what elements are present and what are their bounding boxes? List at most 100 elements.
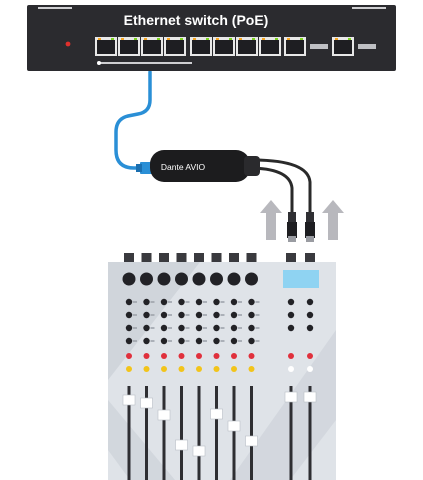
ethernet-port-2-link-led bbox=[121, 38, 124, 40]
eq-knob-1-3 bbox=[125, 324, 133, 332]
gain-knob-7 bbox=[227, 272, 241, 286]
ethernet-port-6-activity-led bbox=[229, 38, 232, 40]
ethernet-port-3 bbox=[141, 37, 163, 56]
audio-mixer bbox=[108, 253, 336, 480]
gain-knob-1 bbox=[122, 272, 136, 286]
ethernet-port-6-link-led bbox=[216, 38, 219, 40]
switch-title: Ethernet switch (PoE) bbox=[124, 12, 269, 28]
ethernet-switch: Ethernet switch (PoE) bbox=[27, 5, 396, 71]
eq-tick-5-3 bbox=[203, 327, 207, 329]
solo-button-6 bbox=[213, 366, 220, 372]
eq-tick-8-1 bbox=[255, 301, 260, 303]
fader-cap-6 bbox=[210, 408, 223, 420]
up-arrow-1 bbox=[260, 200, 282, 240]
eq-tick-6-4 bbox=[220, 340, 225, 342]
eq-tick-2-3 bbox=[150, 327, 155, 329]
mute-button-2 bbox=[143, 353, 150, 359]
uplink-slot-1 bbox=[310, 44, 328, 49]
eq-tick-3-2 bbox=[168, 314, 172, 316]
fader-cap-7 bbox=[227, 420, 241, 432]
master-knob-2-3 bbox=[306, 324, 314, 332]
eq-tick-5-2 bbox=[203, 314, 207, 316]
eq-knob-8-1 bbox=[248, 298, 255, 306]
audio-cable-right bbox=[251, 158, 312, 214]
eq-tick-6-2 bbox=[220, 314, 225, 316]
solo-button-4 bbox=[178, 366, 185, 372]
eq-knob-5-3 bbox=[195, 324, 203, 332]
eq-tick-6-1 bbox=[220, 301, 225, 303]
eq-tick-4-2 bbox=[185, 314, 190, 316]
mute-button-5 bbox=[196, 353, 202, 359]
eq-tick-7-4 bbox=[238, 340, 242, 342]
input-jack-9 bbox=[286, 253, 296, 262]
eq-knob-2-2 bbox=[143, 311, 150, 319]
mute-button-1 bbox=[126, 353, 132, 359]
eq-tick-2-2 bbox=[150, 314, 155, 316]
ethernet-port-3-link-led bbox=[144, 38, 147, 40]
uplink-port-2-activity-led bbox=[348, 38, 351, 40]
gain-knob-5 bbox=[192, 272, 206, 286]
eq-knob-2-4 bbox=[143, 337, 150, 345]
eq-tick-7-2 bbox=[238, 314, 242, 316]
eq-tick-4-3 bbox=[185, 327, 190, 329]
fader-track-5 bbox=[197, 386, 201, 480]
fader-track-8 bbox=[250, 386, 253, 480]
eq-knob-3-4 bbox=[160, 337, 168, 345]
ethernet-port-2 bbox=[118, 37, 140, 56]
ethernet-port-4-activity-led bbox=[180, 38, 183, 40]
eq-knob-3-2 bbox=[160, 311, 168, 319]
eq-tick-1-3 bbox=[133, 327, 137, 329]
master-fader-cap-2 bbox=[303, 391, 317, 403]
input-jack-7 bbox=[229, 253, 239, 262]
eq-knob-7-1 bbox=[230, 298, 238, 306]
uplink-port-1 bbox=[284, 37, 306, 56]
fader-track-3 bbox=[162, 386, 166, 480]
eq-knob-4-4 bbox=[178, 337, 185, 345]
gain-knob-6 bbox=[210, 272, 223, 286]
ethernet-port-7-activity-led bbox=[252, 38, 255, 40]
master-knob-2-2 bbox=[306, 311, 314, 319]
eq-tick-8-2 bbox=[255, 314, 260, 316]
gain-knob-4 bbox=[175, 272, 188, 286]
ethernet-port-8-link-led bbox=[262, 38, 265, 40]
input-jack-1 bbox=[124, 253, 134, 262]
uplink-slot-2 bbox=[358, 44, 376, 49]
input-jack-2 bbox=[141, 253, 152, 262]
eq-tick-8-4 bbox=[255, 340, 260, 342]
fader-track-4 bbox=[180, 386, 183, 480]
xlr-body bbox=[305, 222, 315, 238]
eq-tick-1-2 bbox=[133, 314, 137, 316]
ethernet-port-6 bbox=[213, 37, 235, 56]
ethernet-port-8 bbox=[259, 37, 281, 56]
mute-button-8 bbox=[248, 353, 255, 359]
eq-knob-5-2 bbox=[195, 311, 203, 319]
dante-avio-adapter: Dante AVIO bbox=[136, 150, 260, 182]
eq-tick-3-1 bbox=[168, 301, 172, 303]
xlr-body bbox=[287, 222, 297, 238]
eq-knob-6-2 bbox=[213, 311, 220, 319]
fader-cap-1 bbox=[122, 394, 136, 406]
xlr-tip bbox=[306, 236, 314, 242]
eq-tick-6-3 bbox=[220, 327, 225, 329]
eq-knob-5-1 bbox=[195, 298, 203, 306]
ethernet-port-7-link-led bbox=[239, 38, 242, 40]
network-cable bbox=[114, 70, 152, 170]
fader-track-1 bbox=[127, 386, 131, 480]
eq-knob-8-3 bbox=[248, 324, 255, 332]
xlr-boot bbox=[288, 212, 296, 222]
eq-knob-7-3 bbox=[230, 324, 238, 332]
eq-knob-6-4 bbox=[213, 337, 220, 345]
adapter-body bbox=[150, 150, 250, 182]
fader-cap-4 bbox=[175, 439, 188, 451]
mixer-shade-top bbox=[108, 262, 200, 380]
solo-button-3 bbox=[161, 366, 167, 372]
solo-button-5 bbox=[196, 366, 202, 372]
eq-knob-7-2 bbox=[230, 311, 238, 319]
uplink-port-2-link-led bbox=[335, 38, 338, 40]
eq-knob-3-3 bbox=[160, 324, 168, 332]
solo-button-7 bbox=[231, 366, 237, 372]
master-fader-track-1 bbox=[289, 386, 293, 480]
fader-cap-8 bbox=[245, 435, 258, 447]
eq-tick-2-4 bbox=[150, 340, 155, 342]
fader-cap-2 bbox=[140, 397, 153, 409]
